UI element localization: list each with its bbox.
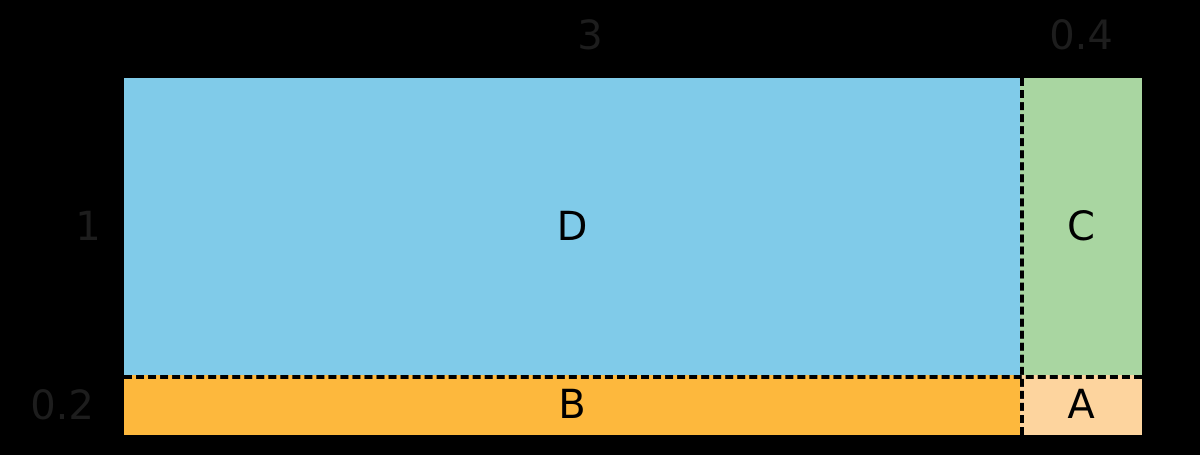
column-label-0-4: 0.4 [1049,13,1113,59]
row-label-0-2: 0.2 [30,383,94,429]
column-label-3: 3 [577,13,603,59]
mosaic-area: D C B A [124,78,1142,435]
row-separator-dashed [124,375,1142,379]
column-separator-dashed [1020,78,1024,435]
cell-a[interactable]: A [1020,375,1142,435]
cell-c-label: C [1067,203,1095,250]
cell-d[interactable]: D [124,78,1020,375]
cell-b[interactable]: B [124,375,1020,435]
cell-b-label: B [558,382,586,428]
cell-c[interactable]: C [1020,78,1142,375]
row-label-1: 1 [75,204,101,250]
cell-d-label: D [556,203,588,250]
cell-a-label: A [1067,382,1095,428]
